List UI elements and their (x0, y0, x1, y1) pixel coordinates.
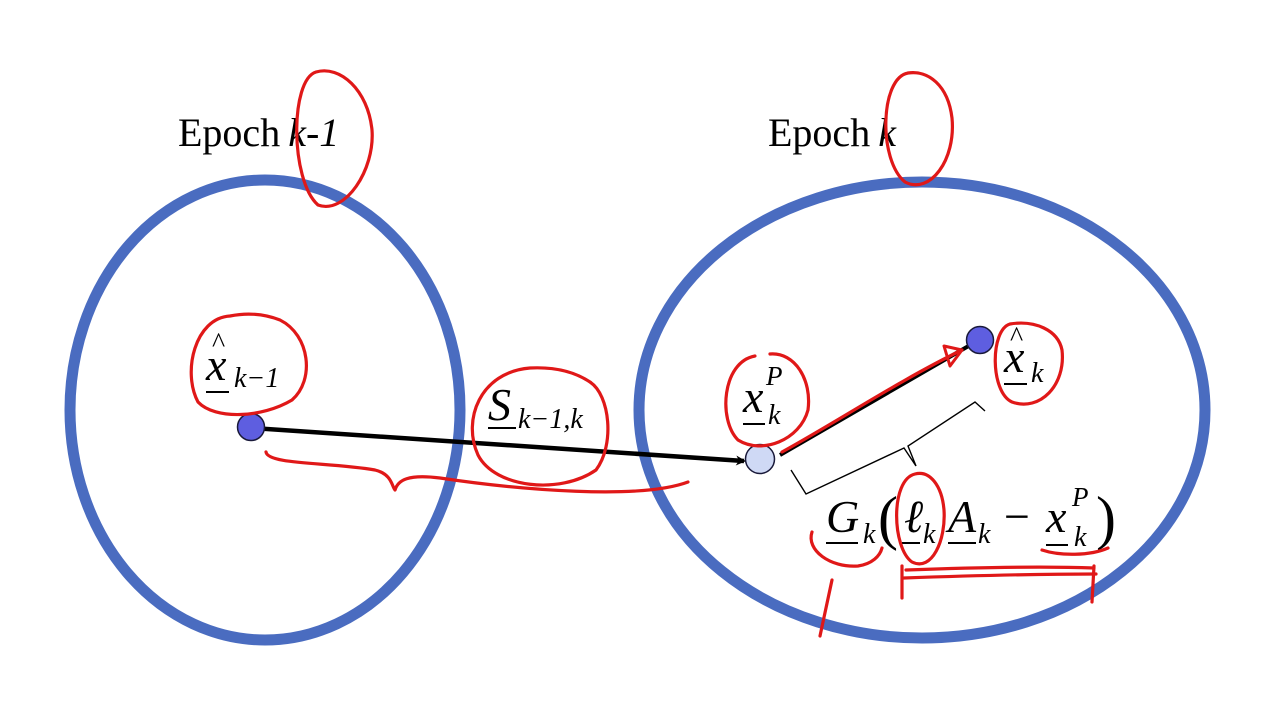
annotation-circle-x-hat-prev (189, 312, 308, 417)
svg-text:x: x (1003, 331, 1025, 382)
svg-text:k: k (1031, 358, 1044, 389)
node-x-hat-curr (965, 325, 995, 355)
svg-text:): ) (1096, 485, 1116, 551)
update-brace (790, 401, 986, 495)
svg-text:k: k (768, 400, 781, 431)
annotation-circle-x-pred (724, 352, 811, 448)
annotation-underbrace-transition (264, 450, 690, 494)
annotation-mark-gain (809, 530, 884, 568)
node-x-pred (744, 443, 776, 475)
svg-text:k: k (978, 519, 991, 550)
svg-text:S: S (488, 379, 511, 430)
svg-text:G: G (826, 491, 859, 542)
svg-text:P: P (1071, 482, 1089, 512)
svg-text:x: x (1045, 491, 1067, 542)
svg-text:x: x (742, 371, 764, 422)
annotation-underline-innovation (904, 565, 1096, 572)
svg-text:P: P (765, 361, 783, 391)
svg-text:(: ( (878, 485, 898, 551)
node-x-hat-prev (236, 412, 266, 442)
annotation-circle-epoch-left-index (295, 69, 374, 208)
annotation-update-arrow (780, 348, 964, 454)
annotation-circle-x-hat-curr (993, 321, 1064, 406)
svg-text:−: − (1004, 491, 1030, 542)
annotation-underline-pred (1040, 546, 1110, 556)
svg-text:A: A (945, 491, 977, 542)
label-x-hat-prev: x ^ k−1 (205, 328, 279, 394)
svg-text:k−1: k−1 (234, 363, 279, 394)
svg-text:k: k (1074, 522, 1087, 553)
label-x-hat-curr: x ^ k (1003, 322, 1044, 389)
annotation-circle-obs (895, 471, 946, 566)
epoch-left-ellipse (64, 174, 466, 646)
label-correction-term: G k ( ℓ k A k − x P k ) (826, 482, 1116, 553)
epoch-right-ellipse (633, 176, 1211, 644)
label-x-pred: x P k (742, 361, 783, 431)
svg-text:x: x (205, 339, 227, 390)
svg-text:k: k (923, 519, 936, 550)
svg-text:^: ^ (212, 328, 225, 359)
label-transition: S k−1,k (488, 379, 583, 435)
svg-text:k: k (863, 519, 876, 550)
svg-text:^: ^ (1010, 322, 1023, 353)
svg-text:ℓ: ℓ (904, 491, 924, 542)
transition-arrow (251, 425, 746, 466)
annotation-circle-transition (470, 366, 610, 487)
red-annotations (189, 69, 1110, 638)
svg-text:k−1,k: k−1,k (518, 404, 583, 435)
annotation-circle-epoch-right-index (884, 71, 954, 187)
